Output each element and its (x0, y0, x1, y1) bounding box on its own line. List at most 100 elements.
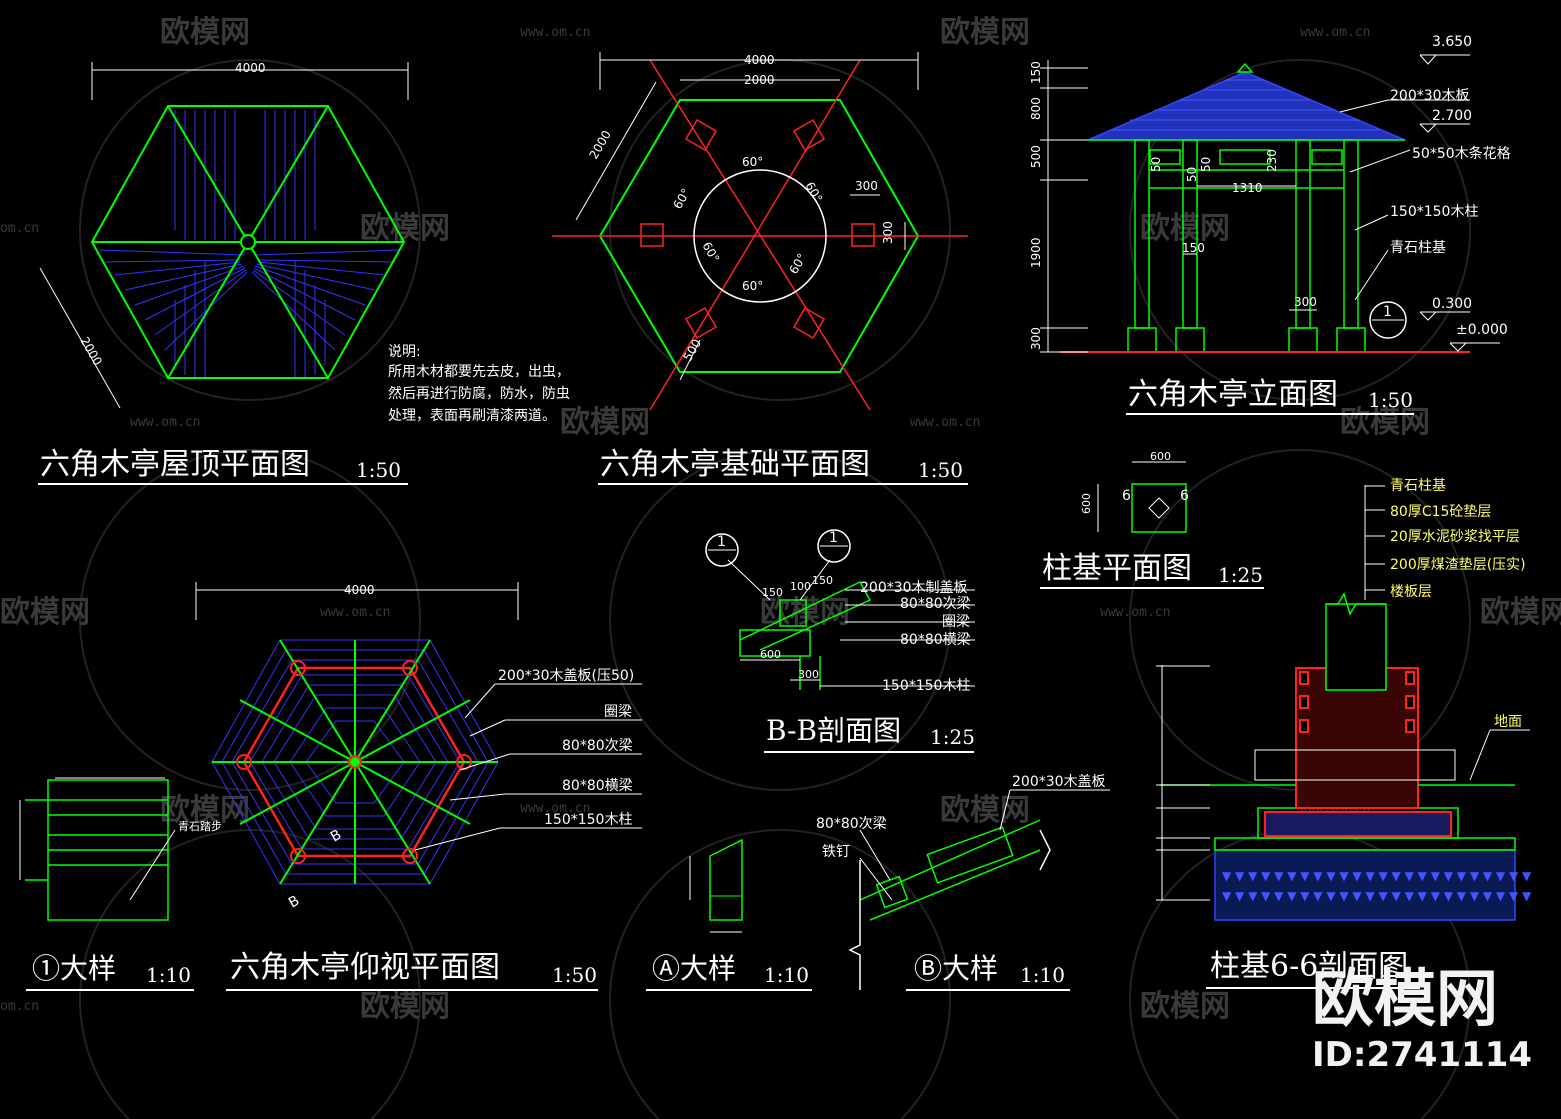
bottom-view-title: 六角木亭仰视平面图 (230, 950, 500, 985)
notes-line: 处理，表面再刷清漆两道。 (388, 408, 556, 424)
bb-secondary-label: 80*80次梁 (900, 596, 971, 612)
level-top: 3.650 (1432, 34, 1472, 50)
layer-label: 楼板层 (1390, 584, 1432, 600)
found-pad-dim: 300 (855, 179, 878, 193)
elevation-title: 六角木亭立面图 (1128, 377, 1338, 412)
cb-width-dim: 600 (1150, 450, 1171, 463)
elev-dim: 50 (1149, 157, 1163, 172)
bottom-column-label: 150*150木柱 (544, 812, 632, 828)
notes-line: 然后再进行防腐，防水，防虫 (388, 385, 570, 402)
elev-dim: 50 (1185, 167, 1199, 182)
notes-heading: 说明: (388, 344, 421, 360)
layer-label: 20厚水泥砂浆找平层 (1390, 529, 1520, 545)
watermark-url: www.om.cn (130, 415, 200, 430)
ground-label: 地面 (1494, 714, 1522, 730)
elevation: 150 800 500 1900 300 50 50 50 230 1310 1… (1029, 34, 1511, 415)
bb-dim: 100 (790, 580, 811, 593)
detail-b-title: Ⓑ大样 (914, 952, 998, 985)
roof-plan-scale: 1:50 (356, 458, 401, 482)
section-66-title: 柱基6-6剖面图 (1210, 949, 1408, 984)
angle-label: 60° (742, 279, 763, 293)
detail-b-scale: 1:10 (1020, 963, 1065, 987)
elev-dim: 230 (1265, 149, 1279, 172)
roof-width-dim: 4000 (235, 61, 266, 75)
layer-label: 80厚C15砼垫层 (1390, 504, 1491, 520)
watermark-logo: 欧模网 (1340, 405, 1430, 440)
section-bb: 1 1 150 100 150 600 300 200*30木制盖板 80*80… (705, 529, 975, 753)
detail-1-scale: 1:10 (146, 963, 191, 987)
bb-cross-label: 80*80横梁 (900, 632, 971, 648)
watermark-url: www.om.cn (1300, 25, 1370, 40)
foundation-plan-title: 六角木亭基础平面图 (600, 447, 870, 482)
watermark-url: www.om.cn (910, 415, 980, 430)
found-width-dim: 4000 (744, 53, 775, 67)
detb-beam-label: 80*80次梁 (816, 816, 887, 832)
bottom-secondary-label: 80*80次梁 (562, 738, 633, 754)
cb-section-mark: 6 (1122, 488, 1131, 504)
level-base: 0.300 (1432, 296, 1472, 312)
watermark-logo: 欧模网 (0, 595, 90, 630)
elev-dim: 150 (1029, 61, 1043, 84)
watermark-logo: 欧模网 (1480, 595, 1561, 630)
elev-span-dim: 1310 (1232, 181, 1263, 195)
column-base-plan-title: 柱基平面图 (1042, 551, 1192, 586)
elev-column-label: 150*150木柱 (1390, 204, 1478, 220)
detail-1-title: ①大样 (32, 952, 116, 985)
watermark-url: www.om.cn (320, 605, 390, 620)
bb-dim: 150 (762, 586, 783, 599)
found-side-dim: 2000 (586, 128, 613, 161)
svg-text:▼ ▼ ▼ ▼ ▼ ▼ ▼ ▼ ▼ ▼ ▼ ▼ ▼ ▼ ▼: ▼ ▼ ▼ ▼ ▼ ▼ ▼ ▼ ▼ ▼ ▼ ▼ ▼ ▼ ▼ ▼ ▼ ▼ ▼ ▼ … (1222, 869, 1532, 883)
notes-line: 所用木材都要先去皮，出虫， (388, 364, 570, 380)
column-base-plan-scale: 1:25 (1218, 563, 1263, 587)
bb-cover-label: 200*30木制盖板 (860, 580, 968, 596)
angle-label: 60° (699, 240, 722, 265)
detb-nail-label: 铁钉 (822, 844, 850, 860)
section-bb-title: B-B剖面图 (766, 714, 901, 747)
detail-a-title: Ⓐ大样 (652, 952, 736, 985)
roof-plan: 4000 2000 六角木亭屋顶平面图 1:50 (38, 61, 409, 485)
found-pad-v-dim: 300 (881, 221, 895, 244)
detail-a: Ⓐ大样 1:10 (646, 838, 812, 991)
watermark-logo: 欧模网 (160, 793, 250, 828)
layer-label: 200厚煤渣垫层(压实) (1390, 557, 1526, 573)
level-eave: 2.700 (1432, 108, 1472, 124)
column-base-plan: 600 600 6 6 柱基平面图 1:25 (1040, 450, 1264, 589)
elev-dim: 1900 (1029, 237, 1043, 268)
cb-height-dim: 600 (1080, 493, 1093, 514)
watermark-logo: 欧模网 (940, 15, 1030, 50)
detail-a-scale: 1:10 (764, 963, 809, 987)
brand-logo-text: 欧模网 (1312, 962, 1498, 1035)
detail-b: 200*30木盖板 80*80次梁 铁钉 Ⓑ大样 1:10 (816, 774, 1110, 991)
elev-dim: 300 (1029, 327, 1043, 350)
elev-board-label: 200*30木板 (1390, 88, 1470, 104)
watermark-logo: 欧模网 (1140, 211, 1230, 246)
watermark-url: om.cn (0, 221, 39, 236)
bottom-cover-label: 200*30木盖板(压50) (498, 668, 634, 684)
watermark-logo: 欧模网 (760, 595, 850, 630)
angle-label: 60° (670, 186, 693, 211)
roof-plan-title: 六角木亭屋顶平面图 (40, 447, 310, 482)
elev-base-label: 青石柱基 (1390, 239, 1446, 256)
foundation-plan: 60° 60° 60° 60° 60° 60° 4000 2000 2000 3… (552, 52, 968, 485)
callout-number: 1 (1383, 304, 1392, 320)
found-off-dim: 500 (680, 337, 704, 364)
level-zero: ±0.000 (1456, 322, 1508, 338)
roof-side-dim: 2000 (77, 335, 104, 368)
bb-ring-label: 圈梁 (942, 614, 970, 630)
watermark-url: www.om.cn (1100, 605, 1170, 620)
elev-dim: 500 (1029, 145, 1043, 168)
bb-dim: 300 (798, 668, 819, 681)
angle-label: 60° (742, 155, 763, 169)
section-mark-b: B (286, 893, 302, 912)
bb-dim: 600 (760, 648, 781, 661)
section-mark-b: B (328, 827, 344, 846)
watermark-url: www.om.cn (520, 801, 590, 816)
det1-note: 青石踏步 (178, 819, 222, 833)
watermark-layer: 欧模网 www.om.cn 欧模网 www.om.cn om.cn 欧模网 欧模… (0, 15, 1561, 1119)
bottom-view-plan: 4000 200*30木盖板(压50) 圈梁 80*80次梁 80*80横梁 1… (195, 582, 642, 991)
bb-column-label: 150*150木柱 (882, 678, 970, 694)
watermark-url: om.cn (0, 999, 39, 1014)
brand-id-text: ID:2741114 (1312, 1035, 1532, 1075)
bottom-view-scale: 1:50 (552, 963, 597, 987)
